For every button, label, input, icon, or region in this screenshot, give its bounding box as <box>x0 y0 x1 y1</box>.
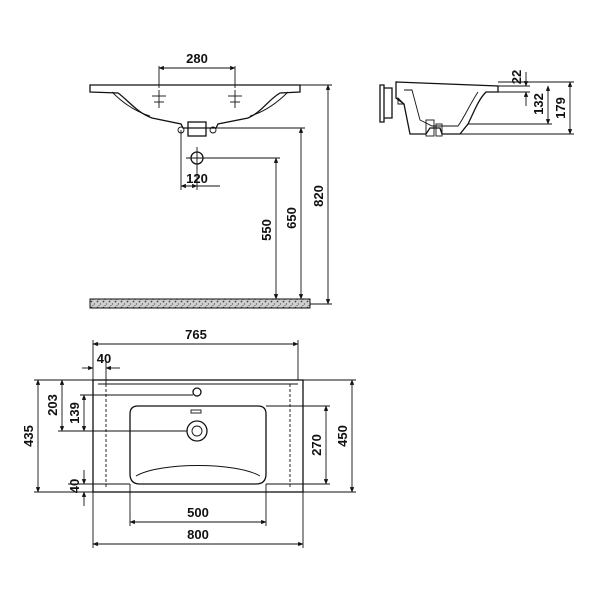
dim-500: 500 <box>187 505 209 520</box>
dim-550: 550 <box>259 219 274 241</box>
top-view: 765 40 435 203 139 40 270 450 <box>21 327 356 548</box>
basin-top-outline <box>92 379 304 493</box>
dim-203: 203 <box>45 394 60 416</box>
dim-22: 22 <box>509 70 524 84</box>
dim-40-top: 40 <box>97 351 111 366</box>
side-view: 22 132 179 <box>379 70 574 137</box>
dim-800: 800 <box>187 527 209 542</box>
dim-280: 280 <box>186 51 208 66</box>
bowl-outline <box>129 405 267 485</box>
basin-side-outline <box>395 81 499 135</box>
tap-hole-left <box>152 90 166 108</box>
basin-inner-line <box>111 91 289 117</box>
dim-139: 139 <box>67 402 82 424</box>
dim-270: 270 <box>309 434 324 456</box>
dim-120: 120 <box>186 171 208 186</box>
dim-450: 450 <box>335 425 350 447</box>
dim-650: 650 <box>284 207 299 229</box>
dim-820: 820 <box>311 185 326 207</box>
waste-fitting <box>187 121 207 137</box>
floor-slab <box>89 298 311 309</box>
dim-179: 179 <box>553 97 568 119</box>
dim-132: 132 <box>531 93 546 115</box>
tap-hole <box>192 387 202 397</box>
dim-765: 765 <box>185 327 207 342</box>
front-view: 280 120 550 650 820 <box>89 51 332 309</box>
waste-top <box>186 420 208 442</box>
dim-40-bottom: 40 <box>67 479 82 493</box>
dim-435: 435 <box>21 425 36 447</box>
tap-hole-right <box>228 90 242 108</box>
